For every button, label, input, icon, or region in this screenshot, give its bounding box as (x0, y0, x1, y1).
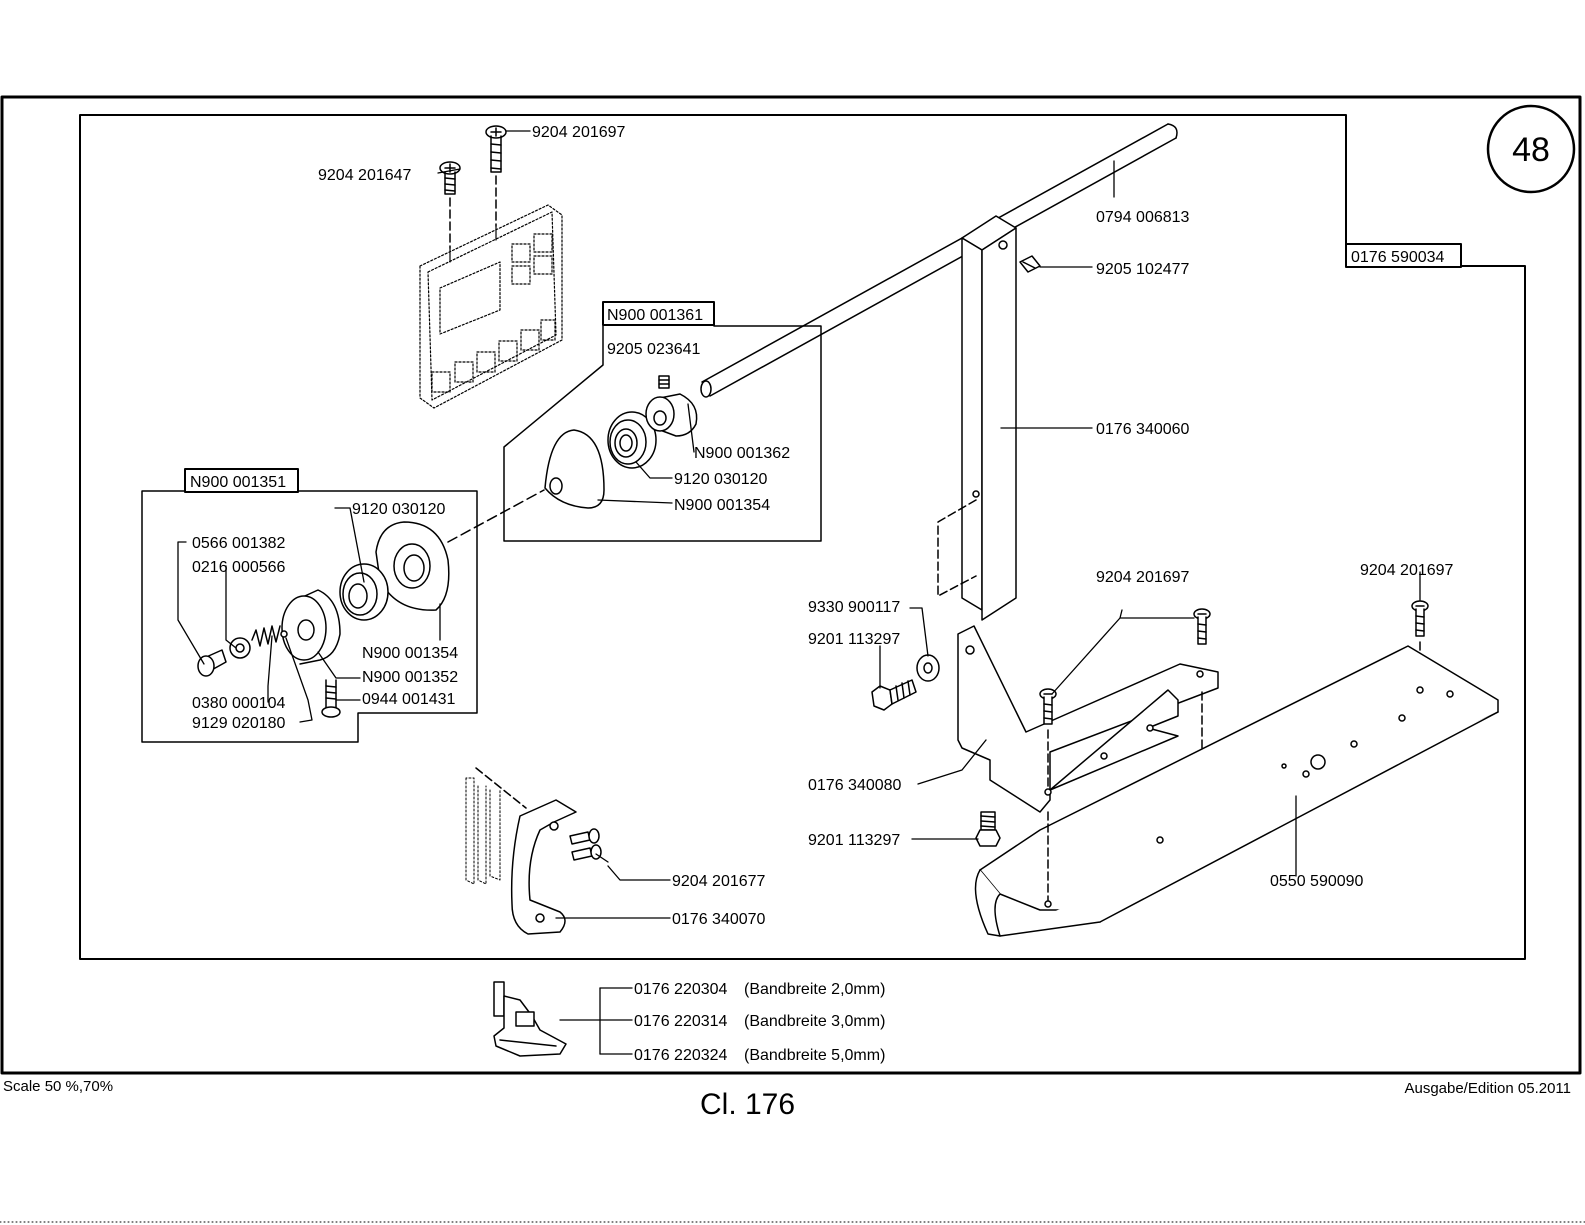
screw-top-right-drawing (485, 125, 507, 227)
screw-clip-drawing (569, 828, 602, 861)
bearing-wheel-drawing (607, 411, 657, 469)
screw-bracket-mid-drawing (1039, 688, 1057, 791)
page-number: 48 (1512, 131, 1550, 169)
post-mount-guide (937, 499, 977, 597)
base-plate-drawing (974, 645, 1499, 937)
presser-foot-note-3: (Bandbreite 5,0mm) (744, 1047, 885, 1064)
wheel-kit-boundary (503, 325, 822, 542)
label-spring: 0380 000104 (192, 695, 286, 712)
label-bolt-bracket-top: 9201 113297 (808, 631, 900, 648)
control-panel-drawing (419, 204, 563, 409)
label-bearing-wheel: 9120 030120 (674, 471, 768, 488)
presser-foot-note-2: (Bandbreite 3,0mm) (744, 1013, 885, 1030)
outer-kit-label: 0176 590034 (1351, 249, 1445, 266)
roller-kit-boundary (141, 490, 478, 743)
scale-note: Scale 50 %,70% (3, 1078, 114, 1095)
outer-kit-boundary (79, 114, 1526, 960)
edition-note: Ausgabe/Edition 05.2011 (1404, 1080, 1571, 1097)
wheel-kit-label: N900 001361 (607, 307, 703, 324)
label-base-plate: 0550 590090 (1270, 873, 1364, 890)
set-screw-post-drawing (1019, 255, 1041, 273)
label-rod: 0794 006813 (1096, 209, 1190, 226)
label-set-screw-wheel: 9205 023641 (607, 341, 701, 358)
label-wheel-cone: N900 001354 (674, 497, 770, 514)
label-roller-cone: N900 001354 (362, 645, 458, 662)
presser-foot-drawing (493, 981, 567, 1057)
label-roller-body: N900 001352 (362, 669, 458, 686)
clip-ghost-drawing (465, 777, 501, 885)
label-set-screw-post: 9205 102477 (1096, 261, 1190, 278)
wheel-kit-label-box (602, 301, 715, 326)
washer-knob-drawing (229, 637, 251, 659)
label-pin-roller: 9129 020180 (192, 715, 286, 732)
screw-roller-drawing (321, 679, 341, 718)
washer-bracket-drawing (916, 654, 940, 682)
bearing-roller-drawing (339, 563, 389, 621)
label-screw-knob: 0566 001382 (192, 535, 286, 552)
presser-foot-part-1: 0176 220304 (634, 981, 728, 998)
label-screw-top-right: 9204 201697 (532, 124, 626, 141)
label-post: 0176 340060 (1096, 421, 1190, 438)
presser-foot-part-2: 0176 220314 (634, 1013, 728, 1030)
bolt-bracket-top-drawing (871, 679, 917, 711)
leader-lines (177, 130, 1421, 1055)
label-screw-roller: 0944 001431 (362, 691, 456, 708)
post-drawing (961, 215, 1017, 621)
set-screw-wheel-drawing (658, 375, 670, 389)
roller-kit-label-box (184, 468, 299, 493)
wheel-to-roller-guide (447, 489, 545, 543)
outer-kit-label-box (1345, 243, 1462, 268)
label-screw-bracket-mid: 9204 201697 (1096, 569, 1190, 586)
class-title: Cl. 176 (700, 1088, 796, 1121)
roller-kit-label: N900 001351 (190, 474, 286, 491)
label-screw-clip: 9204 201677 (672, 873, 766, 890)
label-washer-bracket: 9330 900117 (808, 599, 900, 616)
wheel-cone-drawing (544, 429, 605, 509)
label-screw-plate-right: 9204 201697 (1360, 562, 1454, 579)
bolt-bracket-bottom-drawing (975, 811, 1001, 847)
presser-foot-part-3: 0176 220324 (634, 1047, 728, 1064)
presser-foot-note-1: (Bandbreite 2,0mm) (744, 981, 885, 998)
screw-top-left-drawing (439, 161, 461, 249)
spring-drawing (251, 625, 281, 647)
page-number-circle (1486, 104, 1576, 194)
clip-drawing (510, 799, 577, 935)
label-bracket: 0176 340080 (808, 777, 902, 794)
label-bolt-bracket-bottom: 9201 113297 (808, 832, 900, 849)
page-frame (0, 95, 1582, 1075)
roller-body-drawing (281, 589, 341, 665)
label-screw-top-left: 9204 201647 (318, 167, 412, 184)
label-wheel-hub: N900 001362 (694, 445, 790, 462)
rod-drawing (700, 123, 1178, 398)
knob-screw-drawing (197, 649, 227, 677)
roller-cone-drawing (375, 521, 450, 611)
clip-guide (475, 767, 527, 809)
pin-roller-drawing (280, 630, 288, 638)
label-bearing-roller: 9120 030120 (352, 501, 446, 518)
label-washer-knob: 0216 000566 (192, 559, 286, 576)
bracket-drawing (957, 625, 1219, 813)
label-clip: 0176 340070 (672, 911, 766, 928)
